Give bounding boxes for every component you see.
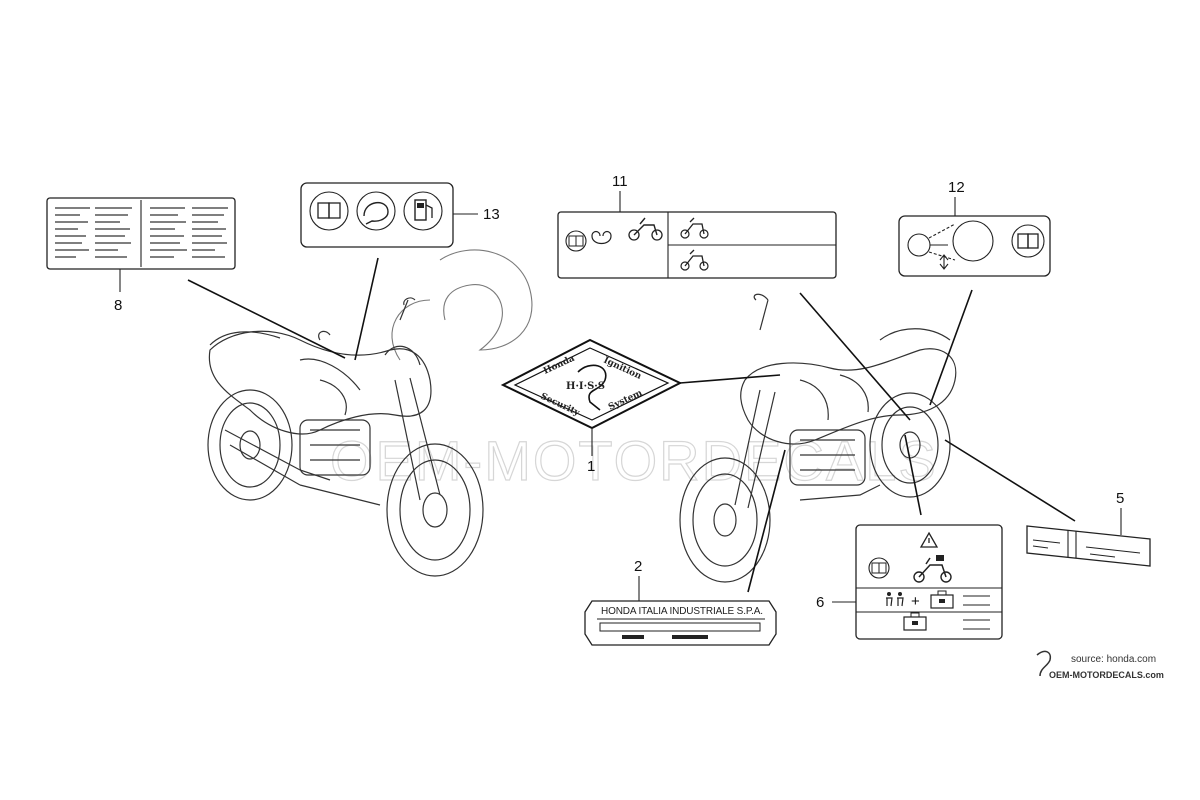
- right-motorcycle: [679, 293, 957, 583]
- manual-book-icon: [565, 230, 587, 252]
- warning-triangle-icon: [919, 531, 939, 548]
- his-acronym-text: H·I·S·S: [566, 381, 605, 392]
- label-13-icon-strip: 13: [300, 182, 500, 361]
- callout-11: 11: [612, 173, 628, 190]
- left-motorcycle: [207, 297, 484, 577]
- motorcycle-icon: [680, 217, 709, 239]
- source-credit: source: honda.com OEM-MOTORDECALS.com: [1036, 650, 1164, 680]
- callout-2: 2: [634, 558, 642, 575]
- callout-13: 13: [483, 206, 500, 223]
- manual-book-icon: [871, 562, 887, 574]
- label-6-load-warning: + 6: [816, 434, 1003, 640]
- brand-text: OEM-MOTORDECALS.com: [1049, 670, 1164, 680]
- svg-text:+: +: [911, 593, 920, 610]
- fuel-pump-icon: [414, 199, 433, 221]
- label-1-hiss-emblem: Honda Ignition H·I·S·S Security System 1: [500, 338, 781, 475]
- watermark-text: OEM-MOTORDECALS: [330, 429, 938, 492]
- manual-book-icon: [1011, 224, 1045, 258]
- luggage-icon: [903, 612, 927, 631]
- luggage-icon: [930, 590, 954, 609]
- label-11-loading-info: 11: [557, 173, 911, 421]
- label-12-key-info: 12: [898, 179, 1051, 406]
- motorcycle-icon: [913, 555, 952, 583]
- label-5-strip: 5: [944, 439, 1151, 567]
- callout-12: 12: [948, 179, 965, 196]
- callout-5: 5: [1116, 490, 1124, 507]
- passenger-icon: [886, 592, 904, 607]
- plate-text: HONDA ITALIA INDUSTRIALE S.P.A.: [601, 606, 763, 617]
- callout-6: 6: [816, 594, 824, 611]
- callout-1: 1: [587, 458, 595, 475]
- label-2-maker-plate: 2 HONDA ITALIA INDUSTRIALE S.P.A.: [584, 449, 786, 646]
- label-8-info-plate: 8: [46, 197, 346, 359]
- manual-book-icon: [317, 202, 341, 219]
- callout-8: 8: [114, 297, 122, 314]
- helmet-icon: [363, 202, 389, 225]
- source-text: source: honda.com: [1071, 654, 1156, 665]
- motorcycle-icon: [680, 249, 709, 271]
- motorcycle-icon: [628, 217, 663, 241]
